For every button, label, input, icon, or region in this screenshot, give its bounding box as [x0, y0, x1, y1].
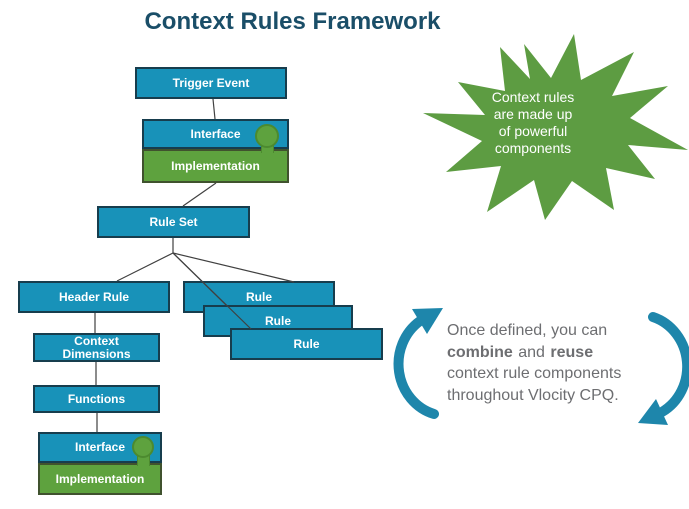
functions-box: Functions — [33, 385, 160, 413]
cycle-arrow-right-icon — [638, 312, 689, 425]
rule-set-label: Rule Set — [149, 214, 198, 229]
interface-bottom-label: Interface — [74, 440, 126, 454]
rule-1-label: Rule — [245, 289, 272, 304]
trigger-event-box: Trigger Event — [135, 67, 287, 99]
rule-3-label: Rule — [293, 336, 320, 351]
functions-label: Functions — [67, 391, 126, 406]
implementation-bottom-label: Implementation — [55, 471, 145, 486]
starburst-line-2: are made up — [493, 106, 573, 122]
header-rule-label: Header Rule — [58, 289, 130, 304]
implementation-bottom-box: Implementation — [38, 463, 162, 495]
cycle-note-line-1: Once defined, you can — [447, 322, 608, 339]
cycle-arrow-left-icon — [393, 308, 443, 419]
implementation-top-label: Implementation — [171, 158, 260, 173]
trigger-event-label: Trigger Event — [172, 75, 250, 90]
page-title: Context Rules Framework — [144, 8, 441, 35]
cycle-note-reuse: reuse — [550, 343, 594, 361]
starburst-line-4: components — [494, 140, 572, 156]
cycle-note-line-4: throughout Vlocity CPQ. — [447, 386, 619, 404]
cycle-note-combine: combine — [447, 343, 513, 361]
starburst-icon — [423, 34, 688, 220]
header-rule-box: Header Rule — [18, 281, 170, 313]
starburst-line-1: Context rules — [491, 89, 575, 105]
rule-set-box: Rule Set — [97, 206, 250, 238]
puzzle-knob-bottom-icon — [132, 436, 154, 458]
puzzle-knob-top-icon — [255, 124, 279, 148]
rule-box-3: Rule — [230, 328, 383, 360]
starburst-caption: Context rules are made up of powerful co… — [453, 89, 613, 157]
starburst-line-3: of powerful — [498, 123, 568, 139]
rule-2-label: Rule — [264, 313, 291, 328]
interface-top-label: Interface — [190, 126, 241, 141]
context-dimensions-label: Context Dimensions — [62, 333, 131, 361]
cycle-note-line-3: context rule components — [447, 365, 622, 382]
cycle-note-and: and — [518, 343, 545, 361]
cycle-note-line-2: combine and reuse — [447, 342, 672, 364]
implementation-top-box: Implementation — [142, 149, 289, 183]
cycle-note: Once defined, you can combine and reuse … — [447, 320, 672, 406]
context-dimensions-box: Context Dimensions — [33, 333, 160, 362]
